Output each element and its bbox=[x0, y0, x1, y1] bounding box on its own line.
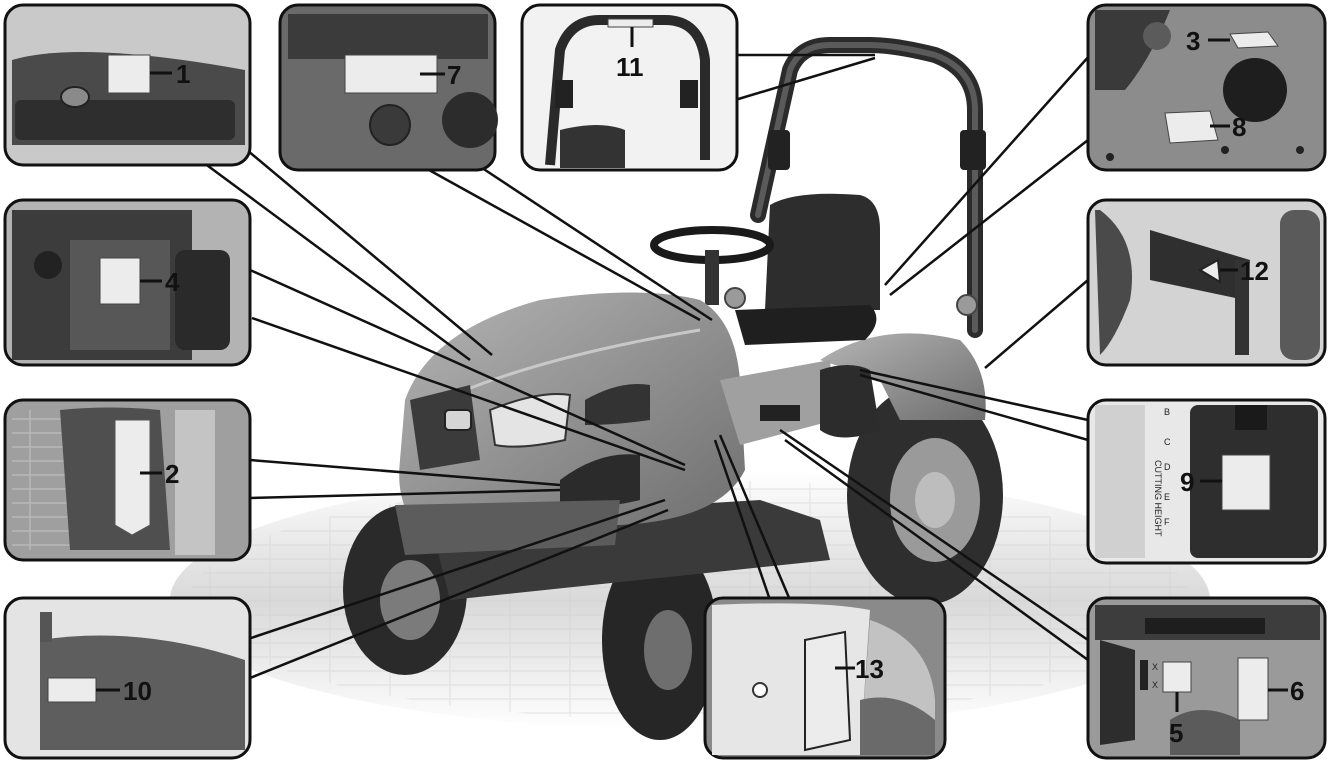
decal-10 bbox=[48, 678, 96, 702]
leader-line-11b bbox=[735, 58, 875, 100]
shift-lever-housing bbox=[760, 405, 800, 421]
mirror-right bbox=[957, 295, 977, 315]
callout-10: 10 bbox=[123, 676, 152, 706]
decal-6 bbox=[1238, 658, 1268, 720]
callout-6: 6 bbox=[1290, 676, 1304, 706]
callout-13: 13 bbox=[855, 654, 884, 684]
detail-panel-7: 7 bbox=[280, 5, 498, 170]
decal-13 bbox=[805, 632, 850, 750]
decal-4 bbox=[100, 258, 140, 304]
decal-9 bbox=[1222, 455, 1270, 510]
leader-line-12 bbox=[985, 280, 1088, 368]
callout-9: 9 bbox=[1180, 467, 1194, 497]
scale-letter-d: D bbox=[1164, 462, 1171, 472]
fender-mark-1: X bbox=[1152, 662, 1158, 672]
detail-panel-10: 10 bbox=[5, 598, 250, 758]
scale-letter-b: B bbox=[1164, 407, 1170, 417]
detail-panel-12: 12 bbox=[1088, 200, 1325, 365]
detail-panel-2: 2 bbox=[5, 400, 250, 560]
decal-5 bbox=[1163, 662, 1191, 692]
decal-11 bbox=[608, 19, 653, 27]
leader-line-8 bbox=[890, 140, 1088, 295]
fender-mark-2: X bbox=[1152, 680, 1158, 690]
detail-panel-1: 1 bbox=[5, 5, 250, 165]
decal-2 bbox=[115, 420, 150, 535]
leader-line-1 bbox=[235, 140, 492, 355]
callout-3: 3 bbox=[1186, 26, 1200, 56]
scale-letter-c: C bbox=[1164, 437, 1171, 447]
scale-letter-f: F bbox=[1164, 517, 1170, 527]
leader-line-3 bbox=[885, 55, 1090, 285]
detail-panel-5-6: X X 5 6 bbox=[1088, 598, 1325, 758]
detail-panel-11: 11 bbox=[522, 5, 737, 170]
callout-5: 5 bbox=[1169, 718, 1183, 748]
detail-panel-3-8: 3 8 bbox=[1088, 5, 1325, 170]
callout-1: 1 bbox=[176, 59, 190, 89]
callout-12: 12 bbox=[1240, 256, 1269, 286]
detail-panel-4: 4 bbox=[5, 200, 250, 365]
mirror-left bbox=[725, 288, 745, 308]
callout-11: 11 bbox=[616, 52, 644, 82]
cutting-height-label: CUTTING HEIGHT bbox=[1153, 460, 1163, 537]
detail-panel-9: B C D E F CUTTING HEIGHT 9 bbox=[1088, 400, 1325, 563]
callout-4: 4 bbox=[165, 267, 180, 297]
decal-1 bbox=[108, 55, 150, 93]
hood-badge bbox=[445, 410, 471, 430]
callout-7: 7 bbox=[447, 60, 461, 90]
detail-panel-13: 13 bbox=[705, 598, 945, 758]
callout-2: 2 bbox=[165, 459, 179, 489]
scale-letter-e: E bbox=[1164, 492, 1170, 502]
callout-8: 8 bbox=[1232, 112, 1246, 142]
